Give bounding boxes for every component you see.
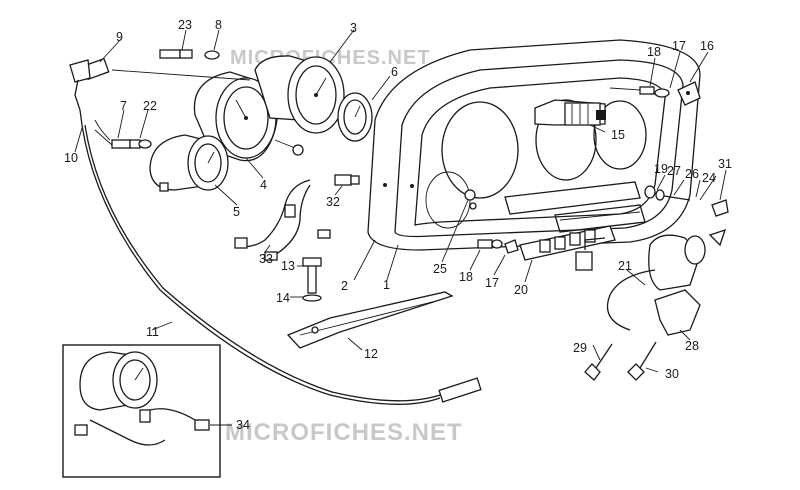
bulb-holders-top	[609, 81, 701, 106]
callout-26: 26	[685, 167, 699, 181]
callout-10: 10	[64, 151, 78, 165]
callout-4: 4	[260, 178, 267, 192]
callout-5: 5	[233, 205, 240, 219]
screws-right	[644, 185, 691, 201]
callout-21: 21	[618, 259, 632, 273]
callout-20: 20	[514, 283, 528, 297]
callout-14: 14	[276, 291, 290, 305]
callout-27: 27	[667, 164, 681, 178]
small-gauge-assembly	[149, 134, 229, 192]
callout-25: 25	[433, 262, 447, 276]
tachometer-assembly	[254, 55, 373, 142]
callout-30: 30	[665, 367, 679, 381]
callout-31: 31	[718, 157, 732, 171]
callout-13: 13	[281, 259, 295, 273]
callout-22: 22	[143, 99, 157, 113]
callout-8: 8	[215, 18, 222, 32]
callout-12: 12	[364, 347, 378, 361]
callout-33: 33	[259, 252, 273, 266]
callout-7: 7	[120, 99, 127, 113]
dashboard-housing	[367, 39, 701, 251]
callout-1: 1	[383, 278, 390, 292]
callout-28: 28	[685, 339, 699, 353]
callout-17-upper: 17	[672, 39, 686, 53]
callout-19: 19	[654, 162, 668, 176]
wiring-harness-left	[234, 174, 360, 261]
speedometer-cable	[69, 57, 482, 405]
callout-6: 6	[391, 65, 398, 79]
inset-kit-box	[62, 344, 228, 478]
callout-24: 24	[702, 171, 716, 185]
callout-29: 29	[573, 341, 587, 355]
callout-23: 23	[178, 18, 192, 32]
callout-17-lower: 17	[485, 276, 499, 290]
speedometer-assembly	[193, 71, 304, 162]
bulbs-left	[94, 49, 220, 149]
warning-light-module	[534, 99, 606, 126]
callout-2: 2	[341, 279, 348, 293]
callout-15: 15	[611, 128, 625, 142]
switch-panel	[519, 225, 616, 261]
ignition-switch	[575, 199, 729, 336]
callout-18-lower: 18	[459, 270, 473, 284]
screws-bottom	[584, 341, 657, 381]
callout-3: 3	[350, 21, 357, 35]
callout-18-upper: 18	[647, 45, 661, 59]
mounting-bracket	[286, 257, 454, 349]
callout-32: 32	[326, 195, 340, 209]
center-connectors	[477, 239, 519, 254]
callout-9: 9	[116, 30, 123, 44]
leader-lines	[74, 29, 727, 426]
callout-16: 16	[700, 39, 714, 53]
callout-labels: 23 8 9 3 6 7 22 10 4 5 32 33 13 14 11 12…	[64, 18, 732, 432]
callout-11: 11	[146, 325, 159, 339]
callout-34: 34	[236, 418, 250, 432]
watermark-bottom: MICROFICHES.NET	[225, 419, 463, 446]
